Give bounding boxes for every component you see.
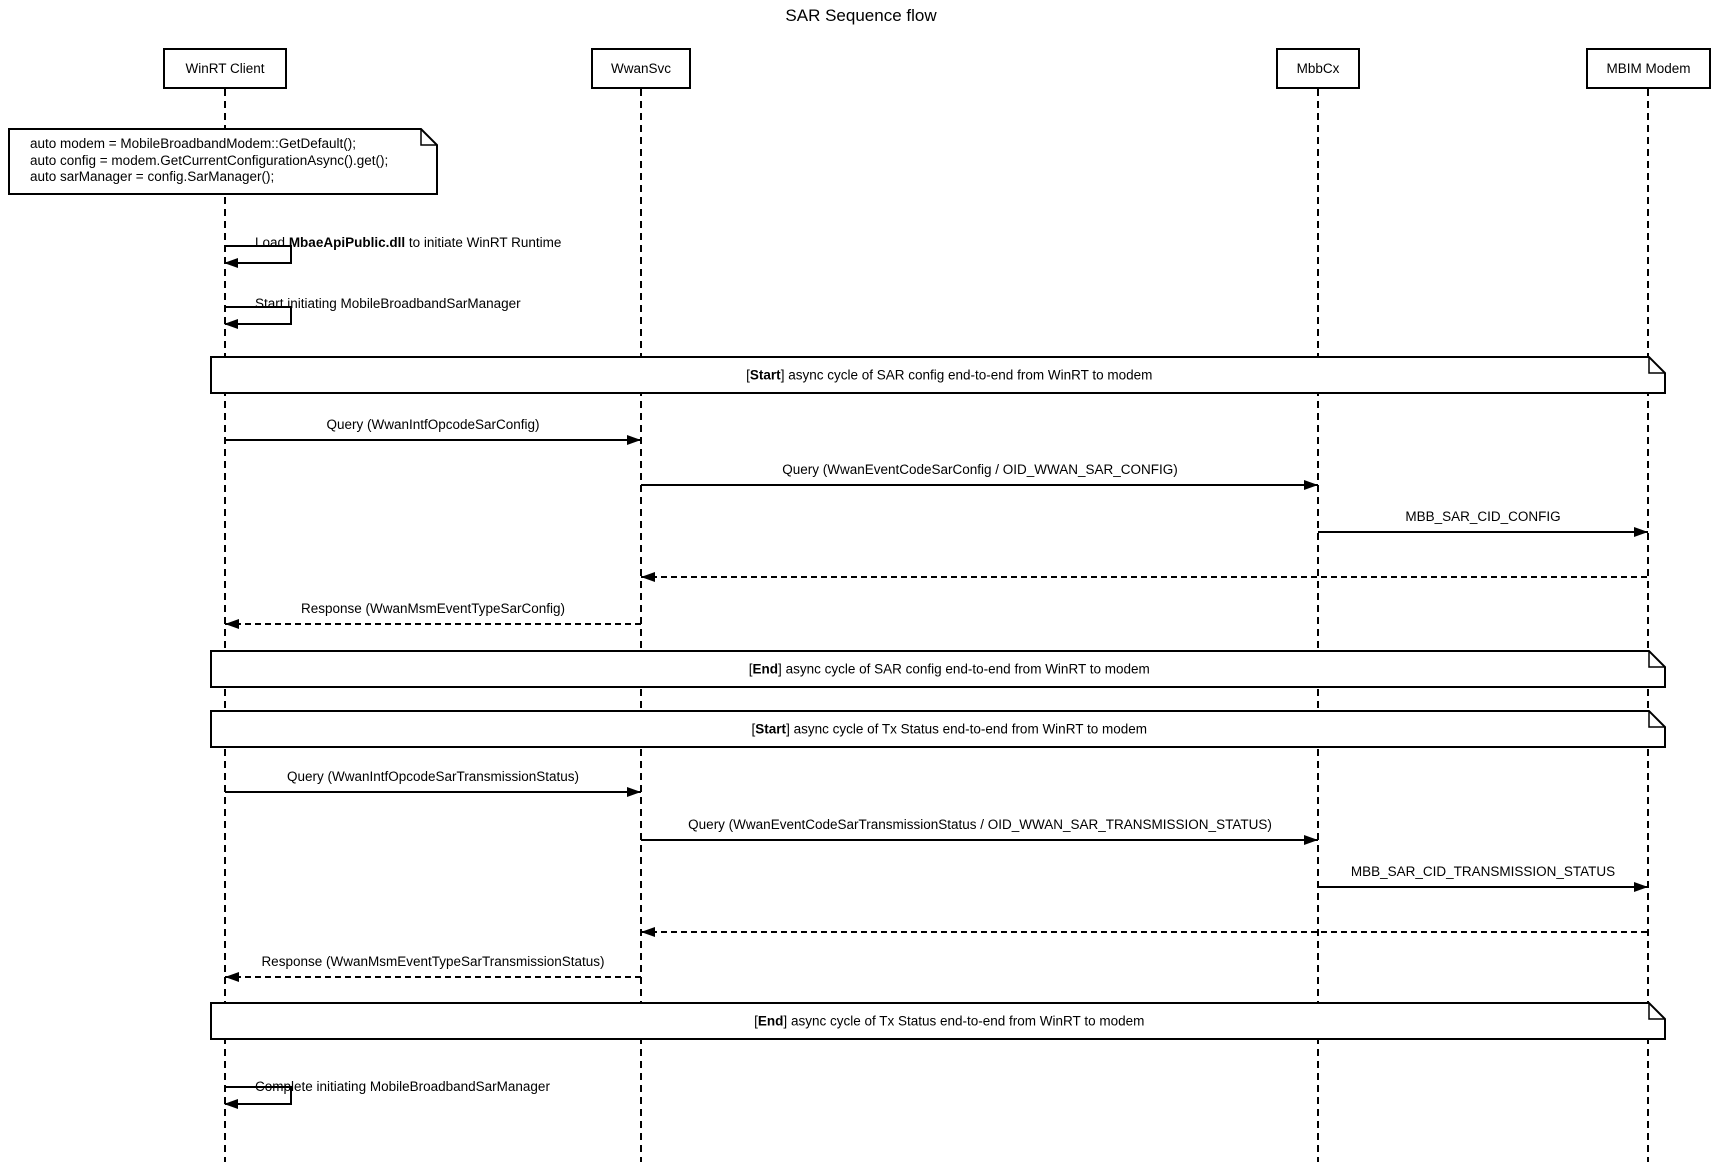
self-message-1-bold: MbaeApiPublic.dll bbox=[288, 235, 406, 250]
arrowhead-left-icon bbox=[224, 1099, 238, 1109]
frame-label-rest: async cycle of Tx Status end-to-end from… bbox=[789, 721, 1147, 737]
frame-label-bold: Start bbox=[755, 721, 787, 737]
message-response-txstatus-label: Response (WwanMsmEventTypeSarTransmissio… bbox=[261, 954, 605, 969]
frame-label-bold: End bbox=[757, 1013, 784, 1029]
arrowhead-left-icon bbox=[225, 619, 239, 629]
arrowhead-left-icon bbox=[641, 927, 655, 937]
arrowhead-right-icon bbox=[627, 435, 641, 445]
lifeline-winrt-client bbox=[224, 89, 226, 1162]
actor-winrt-client: WinRT Client bbox=[163, 48, 287, 89]
self-message-1-loop bbox=[224, 245, 292, 268]
message-query-sarconfig-label: Query (WwanIntfOpcodeSarConfig) bbox=[326, 417, 540, 432]
message-query-sarconfig-line bbox=[225, 435, 641, 445]
arrowhead-left-icon bbox=[224, 319, 238, 329]
message-mbb-sar-cid-txstatus-label: MBB_SAR_CID_TRANSMISSION_STATUS bbox=[1350, 864, 1616, 879]
message-query-eventcode-txstatus-label: Query (WwanEventCodeSarTransmissionStatu… bbox=[688, 817, 1272, 832]
note-text: auto modem = MobileBroadbandModem::GetDe… bbox=[30, 136, 388, 186]
frame-shape bbox=[210, 650, 1666, 688]
message-mbb-sar-cid-txstatus-line bbox=[1318, 882, 1648, 892]
arrowhead-right-icon bbox=[1304, 480, 1318, 490]
message-mbb-sar-cid-config-label: MBB_SAR_CID_CONFIG bbox=[1405, 509, 1561, 524]
message-return-config-line bbox=[641, 572, 1648, 582]
message-response-sarconfig-line bbox=[225, 619, 641, 629]
arrowhead-left-icon bbox=[224, 258, 238, 268]
frame-label-close: ] bbox=[780, 367, 785, 383]
self-message-2-post: Start initiating MobileBroadbandSarManag… bbox=[255, 296, 521, 311]
message-query-txstatus-label: Query (WwanIntfOpcodeSarTransmissionStat… bbox=[286, 769, 580, 784]
message-return-txstatus-line bbox=[641, 927, 1648, 937]
message-response-txstatus-line bbox=[225, 972, 641, 982]
self-message-3-loop bbox=[224, 1086, 292, 1109]
frame-end-tx-status-label: [End] async cycle of Tx Status end-to-en… bbox=[732, 999, 1145, 1044]
arrowhead-left-icon bbox=[225, 972, 239, 982]
frame-label-close: ] bbox=[783, 1013, 788, 1029]
message-mbb-sar-cid-config-line bbox=[1318, 527, 1648, 537]
frame-label-open: [ bbox=[751, 721, 756, 737]
frame-shape bbox=[210, 710, 1666, 748]
note-line-1: auto modem = MobileBroadbandModem::GetDe… bbox=[30, 136, 357, 151]
note-line-2: auto config = modem.GetCurrentConfigurat… bbox=[30, 152, 389, 168]
self-message-2-loop bbox=[224, 306, 292, 329]
frame-start-tx-status: [Start] async cycle of Tx Status end-to-… bbox=[210, 710, 1666, 748]
lifeline-mbim-modem bbox=[1647, 89, 1649, 1162]
arrowhead-right-icon bbox=[627, 787, 641, 797]
frame-label-open: [ bbox=[748, 661, 753, 677]
message-response-sarconfig-label: Response (WwanMsmEventTypeSarConfig) bbox=[300, 601, 566, 616]
frame-label-bold: End bbox=[752, 661, 779, 677]
frame-end-sar-config-label: [End] async cycle of SAR config end-to-e… bbox=[726, 647, 1150, 692]
message-query-eventcode-txstatus-line bbox=[641, 835, 1318, 845]
frame-label-rest: async cycle of Tx Status end-to-end from… bbox=[787, 1013, 1145, 1029]
actor-mbbcx-label: MbbCx bbox=[1296, 61, 1340, 76]
actor-wwansvc: WwanSvc bbox=[591, 48, 691, 89]
self-message-1-post: to initiate WinRT Runtime bbox=[405, 235, 562, 250]
self-message-3-post: Complete initiating MobileBroadbandSarMa… bbox=[255, 1079, 550, 1094]
lifeline-mbbcx bbox=[1317, 89, 1319, 1162]
actor-mbbcx: MbbCx bbox=[1276, 48, 1360, 89]
self-message-3-label: Complete initiating MobileBroadbandSarMa… bbox=[240, 1064, 550, 1109]
frame-label-close: ] bbox=[778, 661, 782, 677]
frame-label-bold: Start bbox=[749, 367, 781, 383]
self-message-1-label: Load MbaeApiPublic.dll to initiate WinRT… bbox=[240, 220, 561, 265]
frame-label-rest: async cycle of SAR config end-to-end fro… bbox=[784, 367, 1153, 383]
message-query-eventcode-sarconfig-line bbox=[641, 480, 1318, 490]
frame-start-sar-config: [Start] async cycle of SAR config end-to… bbox=[210, 356, 1666, 394]
frame-label-open: [ bbox=[754, 1013, 758, 1029]
actor-mbim-modem-label: MBIM Modem bbox=[1606, 61, 1691, 76]
note-line-3: auto sarManager = config.SarManager(); bbox=[30, 169, 275, 184]
message-query-txstatus-line bbox=[225, 787, 641, 797]
message-query-eventcode-sarconfig-label: Query (WwanEventCodeSarConfig / OID_WWAN… bbox=[782, 462, 1178, 477]
frame-label-open: [ bbox=[746, 367, 750, 383]
arrowhead-right-icon bbox=[1634, 527, 1648, 537]
frame-label-rest: async cycle of SAR config end-to-end fro… bbox=[781, 661, 1150, 677]
diagram-title: SAR Sequence flow bbox=[785, 6, 937, 25]
note-shape bbox=[8, 128, 438, 195]
frame-end-sar-config: [End] async cycle of SAR config end-to-e… bbox=[210, 650, 1666, 688]
arrowhead-right-icon bbox=[1634, 882, 1648, 892]
frame-end-tx-status: [End] async cycle of Tx Status end-to-en… bbox=[210, 1002, 1666, 1040]
arrowhead-left-icon bbox=[641, 572, 655, 582]
arrowhead-right-icon bbox=[1304, 835, 1318, 845]
frame-start-sar-config-label: [Start] async cycle of SAR config end-to… bbox=[724, 353, 1153, 398]
code-note: auto modem = MobileBroadbandModem::GetDe… bbox=[8, 128, 438, 195]
frame-shape bbox=[210, 356, 1666, 394]
frame-label-close: ] bbox=[786, 721, 790, 737]
actor-wwansvc-label: WwanSvc bbox=[610, 61, 671, 76]
frame-shape bbox=[210, 1002, 1666, 1040]
frame-start-tx-status-label: [Start] async cycle of Tx Status end-to-… bbox=[729, 707, 1147, 752]
lifeline-wwansvc bbox=[640, 89, 642, 1162]
actor-mbim-modem: MBIM Modem bbox=[1586, 48, 1711, 89]
actor-winrt-client-label: WinRT Client bbox=[185, 61, 265, 76]
